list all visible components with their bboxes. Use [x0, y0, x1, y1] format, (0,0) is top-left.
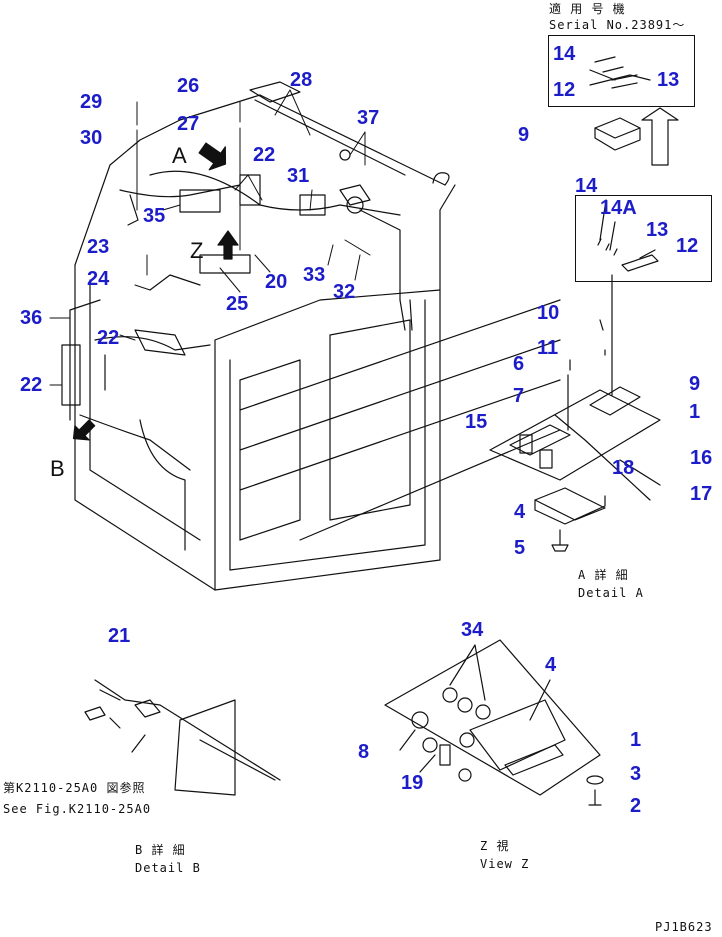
callout-37: 37	[357, 107, 380, 129]
callout-35: 35	[143, 205, 166, 227]
callout-24: 24	[87, 268, 110, 290]
callout-11: 11	[537, 337, 559, 359]
callout-20: 20	[265, 271, 288, 293]
callout-13: 13	[646, 219, 669, 241]
callout-10: 10	[537, 302, 560, 324]
callout-9: 9	[689, 373, 701, 395]
detail-a	[489, 319, 661, 552]
view-arrows	[72, 142, 239, 441]
callout-22-left: 22	[20, 374, 43, 396]
callout-6: 6	[513, 353, 525, 375]
callout-12-top: 12	[553, 79, 576, 101]
see-fig-jp: 第K2110-25A0 図参照	[3, 781, 146, 795]
callout-17: 17	[690, 483, 713, 505]
callout-25: 25	[226, 293, 249, 315]
callout-22-top: 22	[253, 144, 276, 166]
callout-9-top: 9	[518, 124, 530, 146]
upgrade-arrow	[641, 107, 679, 166]
callout-1: 1	[689, 401, 701, 423]
callout-16: 16	[690, 447, 713, 469]
detail-b-caption-jp: B 詳 細	[135, 843, 186, 857]
callout-19: 19	[401, 772, 424, 794]
detail-a-caption-jp: A 詳 細	[578, 568, 629, 582]
callout-21: 21	[108, 625, 131, 647]
serial-number: Serial No.23891～	[549, 18, 686, 32]
view-z-caption-jp: Z 視	[480, 839, 510, 853]
current-parts-box	[575, 195, 712, 282]
callout-22-mid: 22	[97, 327, 120, 349]
leader-lines	[49, 89, 371, 386]
callout-36: 36	[20, 307, 43, 329]
callout-3: 3	[630, 763, 642, 785]
callout-12: 12	[676, 235, 699, 257]
callout-1-view-z: 1	[630, 729, 642, 751]
callout-14-top: 14	[553, 43, 576, 65]
callout-8: 8	[358, 741, 370, 763]
callout-4-view-z: 4	[545, 654, 557, 676]
callout-28: 28	[290, 69, 313, 91]
roof-harness	[61, 81, 406, 471]
callout-2: 2	[630, 795, 642, 817]
drawing-code: PJ1B623	[655, 920, 713, 934]
detail-a-caption-en: Detail A	[578, 586, 644, 600]
callout-31: 31	[287, 165, 310, 187]
callout-7: 7	[513, 385, 525, 407]
callout-33: 33	[303, 264, 326, 286]
callout-5: 5	[514, 537, 526, 559]
callout-15: 15	[465, 411, 488, 433]
callout-26: 26	[177, 75, 200, 97]
callout-34: 34	[461, 619, 484, 641]
serial-title-jp: 適 用 号 機	[549, 2, 626, 16]
view-letter-a: A	[172, 143, 187, 168]
callout-30: 30	[80, 127, 103, 149]
callout-32: 32	[333, 281, 356, 303]
detail-b-caption-en: Detail B	[135, 861, 201, 875]
view-letter-z: Z	[190, 238, 204, 263]
cab-body	[74, 94, 561, 591]
callout-29: 29	[80, 91, 103, 113]
mid-box-parts	[597, 199, 659, 396]
detail-b	[84, 679, 281, 796]
callout-14: 14	[575, 175, 598, 197]
see-fig-en: See Fig.K2110-25A0	[3, 802, 152, 816]
view-z-caption-en: View Z	[480, 857, 530, 871]
view-z	[384, 639, 604, 806]
top-box-parts	[589, 56, 651, 151]
callout-27: 27	[177, 113, 200, 135]
serial-inset-box	[548, 35, 695, 107]
callout-18: 18	[612, 457, 635, 479]
callout-23: 23	[87, 236, 110, 258]
callout-4: 4	[514, 501, 526, 523]
view-letter-b: B	[50, 456, 65, 481]
callout-13-top: 13	[657, 69, 680, 91]
callout-14a: 14A	[600, 197, 637, 219]
